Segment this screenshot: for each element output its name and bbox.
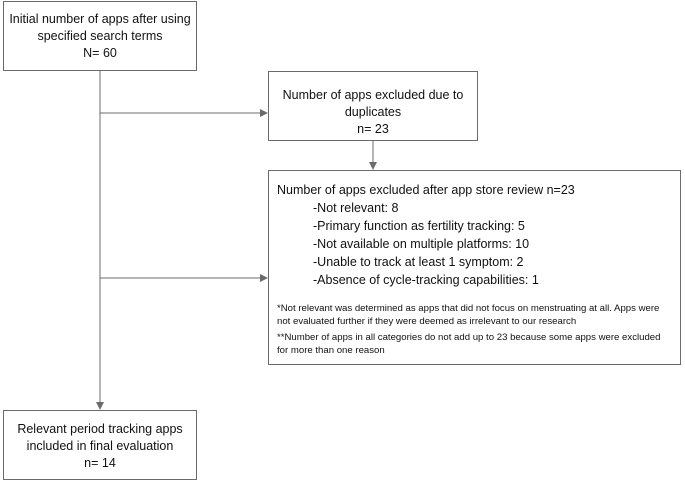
initial-line-2: specified search terms (37, 29, 163, 43)
initial-apps-box: Initial number of apps after using speci… (3, 1, 197, 71)
reason-fertility: -Primary function as fertility tracking:… (313, 219, 525, 233)
duplicates-line-1: Number of apps excluded due to (282, 88, 464, 102)
review-exclusions-box: Number of apps excluded after app store … (268, 170, 681, 365)
duplicates-count: n= 23 (357, 122, 389, 136)
duplicates-line-2: duplicates (344, 105, 402, 119)
footnote-not-relevant: *Not relevant was determined as apps tha… (277, 303, 660, 327)
initial-line-1: Initial number of apps after using (9, 12, 191, 26)
reason-cycle-tracking: -Absence of cycle-tracking capabilities:… (313, 273, 539, 287)
footnote-overlap: **Number of apps in all categories do no… (277, 332, 661, 356)
reason-platforms: -Not available on multiple platforms: 10 (313, 237, 530, 251)
initial-count: N= 60 (83, 46, 117, 60)
reason-symptom: -Unable to track at least 1 symptom: 2 (313, 255, 524, 269)
final-apps-box: Relevant period tracking apps included i… (3, 410, 197, 480)
review-heading: Number of apps excluded after app store … (277, 183, 575, 197)
duplicates-box: Number of apps excluded due to duplicate… (268, 71, 478, 141)
final-line-2: included in final evaluation (26, 439, 174, 453)
reason-not-relevant: -Not relevant: 8 (313, 201, 399, 215)
final-line-1: Relevant period tracking apps (17, 422, 183, 436)
final-count: n= 14 (84, 456, 116, 470)
